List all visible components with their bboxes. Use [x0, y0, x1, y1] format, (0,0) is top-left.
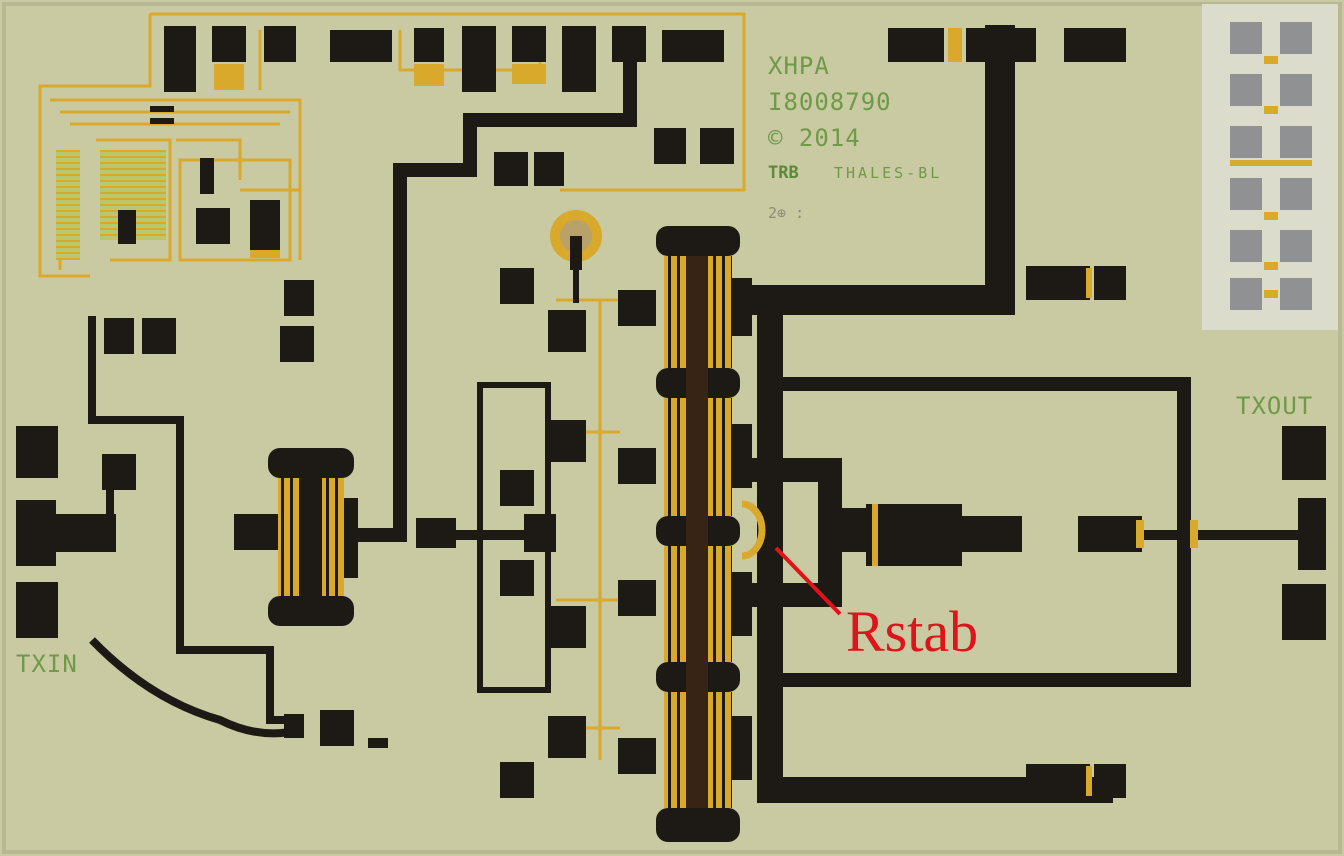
chip-id-label: I8008790 — [768, 88, 892, 116]
transmission-lines — [88, 25, 1305, 803]
output-port-label: TXOUT — [1236, 392, 1314, 420]
chip-name-label: XHPA — [768, 52, 830, 80]
dc-pads-top — [118, 26, 1126, 250]
rstab-resistor — [741, 500, 766, 560]
chip-copyright-label: © 2014 — [768, 124, 861, 152]
driver-transistor — [262, 448, 358, 626]
company-label: THALES-BL — [834, 164, 943, 182]
power-transistors — [548, 210, 752, 842]
alignment-marker: 2⊕ : — [768, 204, 805, 222]
output-combiner — [866, 266, 1326, 798]
input-port-label: TXIN — [16, 650, 78, 678]
rstab-annotation: Rstab — [846, 599, 979, 664]
bias-capacitor-long — [56, 150, 80, 260]
company-logo: TRB — [768, 163, 799, 183]
test-structure — [1202, 4, 1338, 330]
input-pads — [16, 268, 556, 798]
rstab-pointer — [774, 546, 842, 616]
